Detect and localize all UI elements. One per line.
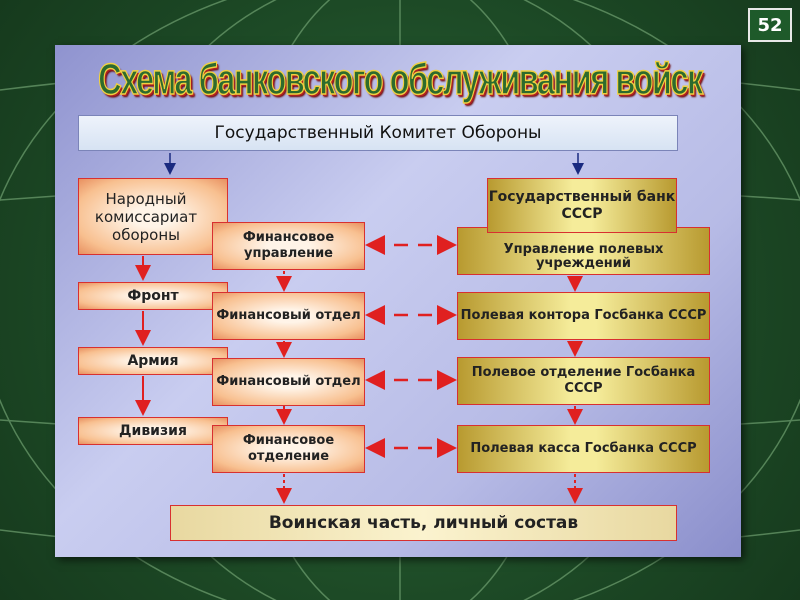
bank-chain-box-3: Полевое отделение Госбанка СССР: [457, 357, 710, 405]
page-number-badge: 52: [748, 8, 792, 42]
state-bank-box: Государственный банк СССР: [487, 178, 677, 233]
narkom-box: Народный комиссариат обороны: [78, 178, 228, 255]
state-defense-committee-box: Государственный Комитет Обороны: [78, 115, 678, 151]
slide-title: Схема банковского обслуживания войск: [98, 54, 704, 105]
finance-box-2: Финансовый отдел: [212, 292, 365, 340]
division-box: Дивизия: [78, 417, 228, 445]
finance-box-1: Финансовое управление: [212, 222, 365, 270]
finance-box-3: Финансовый отдел: [212, 358, 365, 406]
bank-chain-box-1: Управление полевых учреждений: [457, 227, 710, 275]
bank-chain-box-4: Полевая касса Госбанка СССР: [457, 425, 710, 473]
front-box: Фронт: [78, 282, 228, 310]
bank-chain-box-2: Полевая контора Госбанка СССР: [457, 292, 710, 340]
army-box: Армия: [78, 347, 228, 375]
military-unit-box: Воинская часть, личный состав: [170, 505, 677, 541]
finance-box-4: Финансовое отделение: [212, 425, 365, 473]
